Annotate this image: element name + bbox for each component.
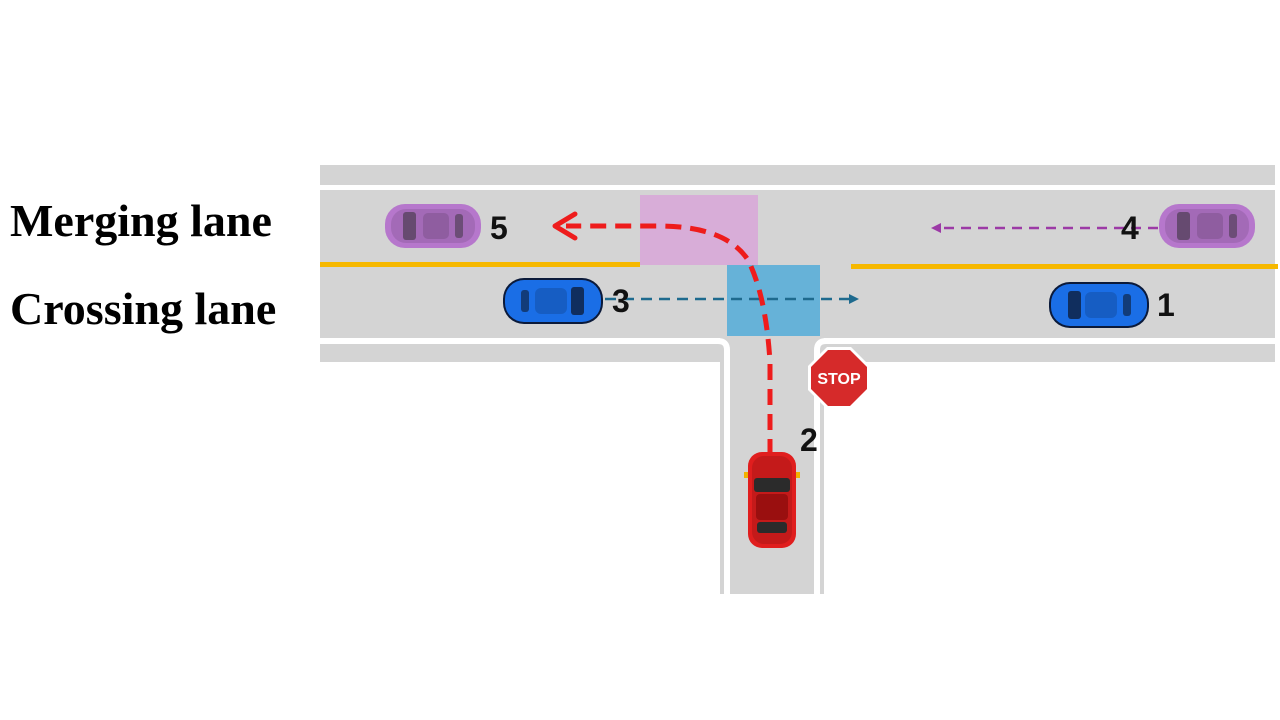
vehicle-2-rear-window <box>757 522 787 533</box>
vehicle-5-roof <box>423 213 449 239</box>
vehicle-4-windshield <box>1177 212 1190 240</box>
stop-sign-text: STOP <box>817 371 861 388</box>
vehicle-1 <box>1049 282 1149 328</box>
near-shoulder-right <box>824 344 1275 362</box>
curb-left <box>320 338 730 594</box>
crossing-conflict-zone <box>727 265 820 336</box>
vehicle-1-rear-window <box>1123 294 1131 316</box>
vehicle-2-mirror-right <box>744 472 748 478</box>
vehicle-1-number: 1 <box>1157 287 1175 323</box>
stop-sign: STOP <box>808 347 870 409</box>
stop-sign-face <box>811 350 867 406</box>
ego-path-arrowhead <box>552 211 578 241</box>
vehicle-5 <box>385 204 481 248</box>
vehicle-4-rear-window <box>1229 214 1237 238</box>
far-shoulder <box>320 165 1275 185</box>
vehicle-3-rear-window <box>521 290 529 312</box>
vehicle-3 <box>503 278 603 324</box>
vehicle-3-windshield <box>571 287 584 315</box>
vehicle-5-windshield <box>403 212 416 240</box>
center-line-left <box>320 262 640 267</box>
vehicle-5-number: 5 <box>490 210 508 246</box>
vehicle-1-windshield <box>1068 291 1081 319</box>
vehicle-4-roof <box>1197 213 1223 239</box>
vehicle-2-windshield <box>754 478 790 492</box>
near-shoulder-left <box>320 344 720 362</box>
crossing-lane-label: Crossing lane <box>10 283 277 334</box>
vehicle-5-rear-window <box>455 214 463 238</box>
vehicle-2-number: 2 <box>800 422 818 458</box>
vehicle-4-number: 4 <box>1121 210 1139 246</box>
curb-right <box>814 338 1275 594</box>
vehicle-3-number: 3 <box>612 283 630 319</box>
vehicle-2-mirror-left <box>796 472 800 478</box>
vehicle-3-roof <box>535 288 567 314</box>
vehicle-4 <box>1159 204 1255 248</box>
vehicle-1-roof <box>1085 292 1117 318</box>
merging-lane-label: Merging lane <box>10 195 272 246</box>
center-line-right <box>851 264 1278 269</box>
vehicle-2-roof <box>756 494 788 520</box>
vehicle-2 <box>744 452 800 548</box>
